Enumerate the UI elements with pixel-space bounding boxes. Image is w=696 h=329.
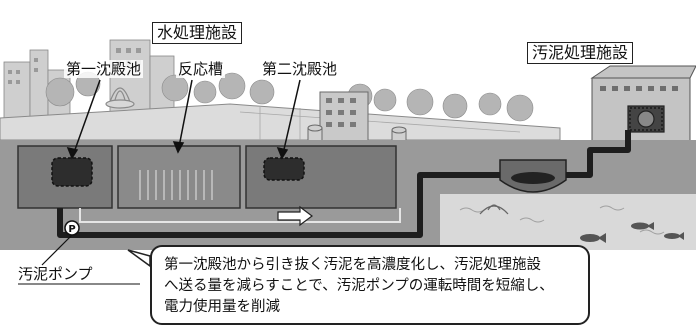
control-building-windows (326, 98, 356, 127)
flow-direction-arrow-icon (277, 205, 313, 227)
river (440, 194, 696, 250)
primary-sedimentation-tank-body (17, 145, 113, 209)
primary-tank-sludge-zone (51, 157, 93, 187)
pump-leader-line (41, 234, 73, 266)
fountain-icon (105, 87, 135, 109)
secondary-tank-sludge-zone (263, 157, 305, 181)
sludge-building-windows (600, 86, 678, 91)
outfall-splash (479, 204, 509, 215)
sludge-treatment-facility-label: 汚泥処理施設 (527, 42, 634, 64)
primary-sedimentation-tank-label: 第一沈殿池 (64, 60, 144, 78)
callout-line-3: 電力使用量を削減 (164, 299, 280, 315)
label-leader-lines (66, 79, 301, 160)
sludge-in-thickener (511, 172, 555, 184)
secondary-sedimentation-tank-label: 第二沈殿池 (260, 60, 340, 78)
return-pipe (79, 208, 401, 223)
water-treatment-facility-label: 水処理施設 (152, 22, 243, 44)
pump-marker-letter: P (68, 224, 75, 235)
dewatering-machine (627, 105, 665, 133)
reaction-tank-label: 反応槽 (176, 60, 226, 78)
rooftop-park (0, 103, 561, 141)
callout-line-1: 第一沈殿池から引き抜く汚泥を高濃度化し、汚泥処理施設 (164, 257, 541, 273)
fish-icons (580, 222, 684, 243)
sludge-pump-label: 汚泥ポンプ (18, 265, 93, 283)
explanation-callout: 第一沈殿池から引き抜く汚泥を高濃度化し、汚泥処理施設 へ送る量を減らすことで、汚… (150, 245, 590, 325)
reaction-tank-body (117, 145, 241, 209)
aeration-bubbles (139, 170, 213, 200)
sludge-transfer-pipe (57, 130, 631, 238)
rooftop-trees (45, 71, 534, 122)
river-waves (459, 205, 665, 235)
callout-line-2: へ送る量を減らすことで、汚泥ポンプの運転時間を短縮し、 (164, 278, 554, 294)
